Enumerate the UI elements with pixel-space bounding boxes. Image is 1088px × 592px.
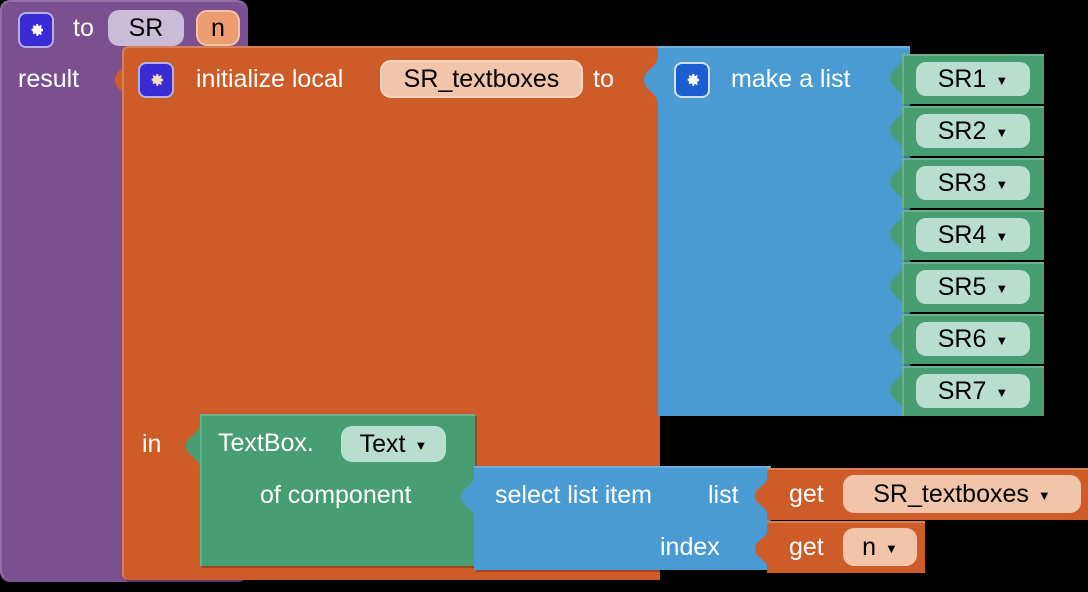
component-type-label: TextBox.	[218, 429, 314, 457]
component-dropdown-4-value: SR5	[937, 272, 987, 301]
select-list-item-list-label: list	[708, 481, 739, 509]
chevron-down-icon: ▼	[995, 228, 1009, 244]
component-dropdown-0-value: SR1	[937, 64, 987, 93]
chevron-down-icon: ▼	[995, 384, 1009, 400]
get-variable-dropdown-list-value: SR_textboxes	[873, 479, 1029, 508]
component-dropdown-3-value: SR4	[937, 220, 987, 249]
component-dropdown-1[interactable]: SR2 ▼	[916, 114, 1030, 148]
procedure-name-field[interactable]: SR	[108, 10, 184, 46]
component-dropdown-2-value: SR3	[937, 168, 987, 197]
procedure-name-text: SR	[128, 13, 164, 42]
component-dropdown-2[interactable]: SR3 ▼	[916, 166, 1030, 200]
get-variable-dropdown-index-value: n	[862, 532, 877, 561]
local-value-socket-plug	[641, 58, 659, 102]
get-variable-dropdown-list[interactable]: SR_textboxes ▼	[843, 475, 1081, 513]
chevron-down-icon: ▼	[885, 540, 898, 556]
gear-icon[interactable]	[18, 12, 54, 48]
get-variable-dropdown-index[interactable]: n ▼	[843, 528, 917, 566]
component-getter-block-6[interactable]: SR7 ▼	[902, 366, 1044, 416]
component-dropdown-5[interactable]: SR6 ▼	[916, 322, 1030, 356]
gear-icon[interactable]	[138, 62, 174, 98]
procedure-parameter-n[interactable]: n	[196, 10, 240, 46]
chevron-down-icon: ▼	[414, 437, 428, 453]
component-dropdown-6-value: SR7	[937, 376, 987, 405]
component-dropdown-0[interactable]: SR1 ▼	[916, 62, 1030, 96]
select-list-item-label: select list item	[495, 481, 652, 509]
property-dropdown[interactable]: Text ▼	[341, 426, 446, 462]
list-item-socket-plug	[888, 266, 904, 306]
gear-icon[interactable]	[674, 62, 710, 98]
initialize-local-to-label: to	[593, 65, 614, 93]
local-variable-name-text: SR_textboxes	[403, 64, 560, 93]
get-keyword-index: get	[789, 533, 824, 561]
chevron-down-icon: ▼	[995, 176, 1009, 192]
component-dropdown-1-value: SR2	[937, 116, 987, 145]
get-keyword-list: get	[789, 480, 824, 508]
component-dropdown-4[interactable]: SR5 ▼	[916, 270, 1030, 304]
component-getter-block-2[interactable]: SR3 ▼	[902, 158, 1044, 208]
list-item-socket-plug	[888, 370, 904, 410]
property-dropdown-value: Text	[359, 429, 406, 458]
list-item-socket-plug	[888, 214, 904, 254]
list-socket-plug	[752, 476, 770, 516]
select-list-item-block[interactable]	[474, 466, 771, 570]
component-getter-block-3[interactable]: SR4 ▼	[902, 210, 1044, 260]
procedure-result-label: result	[18, 65, 80, 93]
make-a-list-label: make a list	[731, 65, 851, 93]
component-dropdown-3[interactable]: SR4 ▼	[916, 218, 1030, 252]
component-getter-block-5[interactable]: SR6 ▼	[902, 314, 1044, 364]
select-list-item-index-label: index	[660, 533, 720, 561]
procedure-to-label: to	[73, 14, 94, 42]
list-item-socket-plug	[888, 110, 904, 150]
chevron-down-icon: ▼	[995, 72, 1009, 88]
list-item-socket-plug	[888, 318, 904, 358]
component-dropdown-5-value: SR6	[937, 324, 987, 353]
of-component-socket-plug	[458, 477, 476, 517]
chevron-down-icon: ▼	[1037, 487, 1051, 503]
initialize-local-keyword: initialize local	[196, 65, 344, 93]
component-getter-block-0[interactable]: SR1 ▼	[902, 54, 1044, 104]
initialize-local-in-label: in	[142, 430, 162, 458]
chevron-down-icon: ▼	[995, 332, 1009, 348]
chevron-down-icon: ▼	[995, 124, 1009, 140]
of-component-label: of component	[260, 481, 412, 509]
component-getter-block-1[interactable]: SR2 ▼	[902, 106, 1044, 156]
list-item-socket-plug	[888, 162, 904, 202]
index-socket-plug	[752, 529, 770, 569]
component-dropdown-6[interactable]: SR7 ▼	[916, 374, 1030, 408]
list-item-socket-plug	[888, 58, 904, 98]
local-body-socket-plug	[182, 424, 202, 468]
component-getter-block-4[interactable]: SR5 ▼	[902, 262, 1044, 312]
chevron-down-icon: ▼	[995, 280, 1009, 296]
procedure-parameter-n-text: n	[211, 13, 225, 42]
local-variable-name-field[interactable]: SR_textboxes	[380, 60, 583, 98]
make-a-list-block[interactable]	[658, 46, 910, 416]
